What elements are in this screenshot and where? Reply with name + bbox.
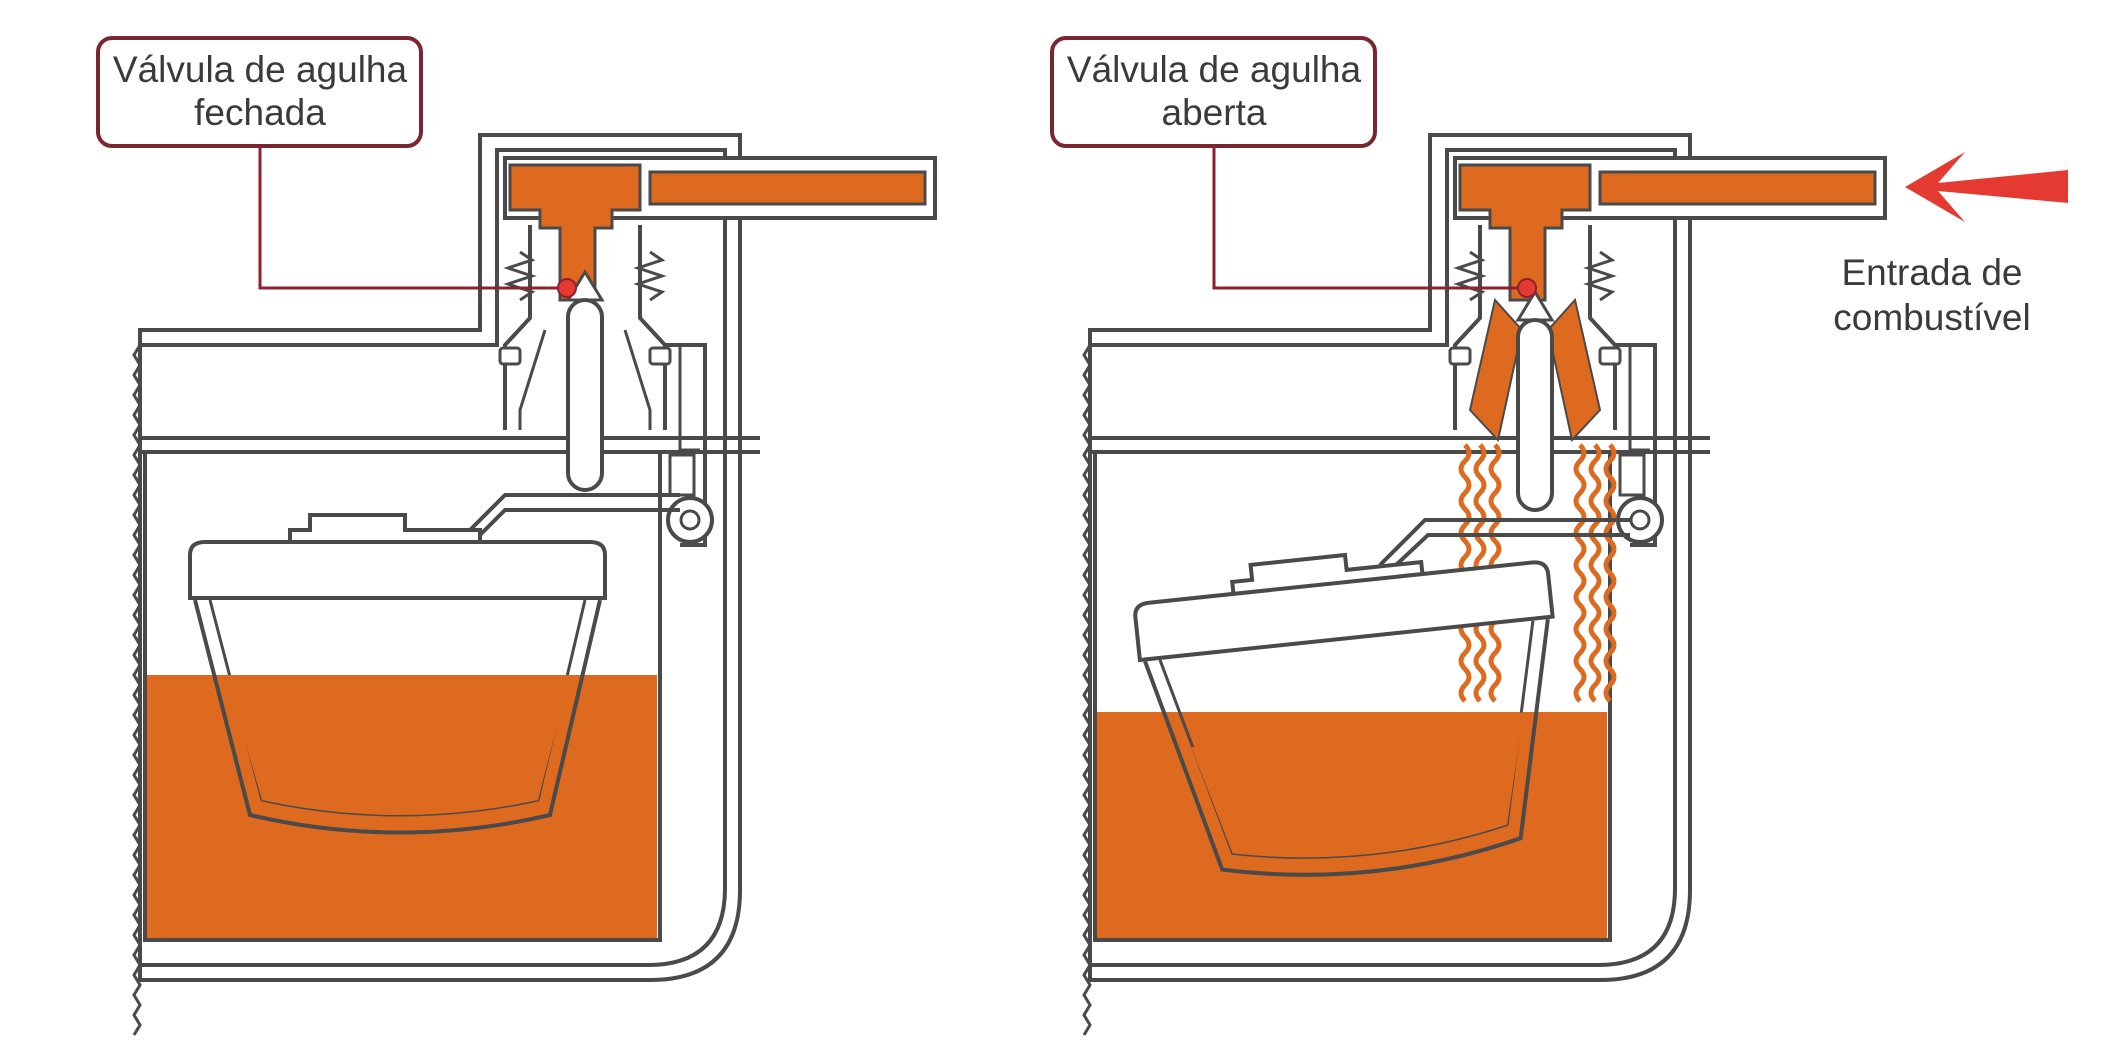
fuel-inlet-indicator: Entrada de combustível [1833, 152, 2068, 338]
callout-closed-line2: fechada [194, 92, 326, 133]
inlet-arrow-icon [1905, 152, 2068, 222]
callout-open-valve: Válvula de agulha aberta [1050, 36, 1537, 298]
fuel-inlet-line1: Entrada de [1841, 252, 2022, 293]
fuel-inlet-line2: combustível [1833, 297, 2030, 338]
callout-closed-valve: Válvula de agulha fechada [96, 36, 577, 298]
closed-valve-view: Válvula de agulha fechada [96, 36, 937, 1037]
callout-closed-line1: Válvula de agulha [113, 49, 408, 90]
float-closed [188, 513, 607, 835]
float-open [1133, 552, 1555, 877]
open-valve-view: Válvula de agulha aberta [1050, 36, 1887, 1037]
needle-valve-closed [518, 269, 652, 492]
callout-open-line2: aberta [1162, 92, 1267, 133]
needle-valve-open [1468, 289, 1602, 512]
callout-open-line1: Válvula de agulha [1067, 49, 1362, 90]
